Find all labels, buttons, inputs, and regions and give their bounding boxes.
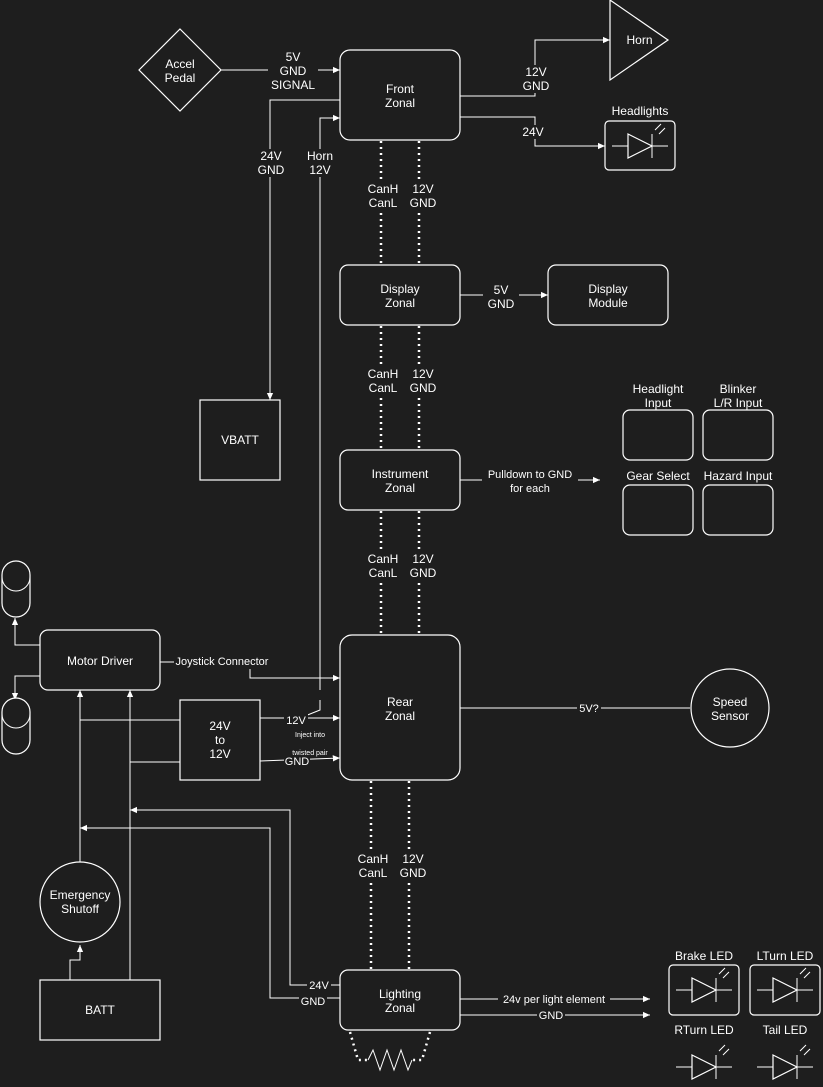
- rturn-led-icon: [676, 1044, 732, 1080]
- can-1-label: CanH CanL: [362, 182, 404, 210]
- wheels: [1, 560, 31, 755]
- headlight-input-label: Headlight Input: [632, 382, 684, 410]
- vbatt-box: [199, 399, 281, 481]
- batt-label: BATT: [85, 1003, 115, 1017]
- pwr-1-label: 12V GND: [404, 182, 442, 210]
- batt-to-shutoff-wire: [69, 945, 84, 980]
- termination-right-dots: [410, 1031, 432, 1062]
- motor-to-wheel-top-wire: [11, 618, 40, 646]
- converter-gnd-label: GND: [284, 755, 310, 769]
- shapes: [39, 0, 821, 1041]
- brake-led-label: Brake LED: [674, 949, 734, 963]
- headlight-input-box: [622, 409, 694, 461]
- headlight-power-label: 24V: [518, 125, 548, 139]
- display-zonal-label: Display Zonal: [380, 282, 420, 310]
- horn-label: Horn: [626, 33, 653, 47]
- hazard-input-label: Hazard Input: [703, 469, 773, 483]
- instrument-zonal-label: Instrument Zonal: [371, 467, 429, 495]
- brake-led-icon: [676, 967, 732, 1003]
- headlights-led-icon: [612, 123, 668, 159]
- horn-triangle: [609, 0, 670, 82]
- wheel-top-icon: [1, 560, 31, 618]
- gear-select-box: [622, 484, 694, 536]
- horn-power-label: 12V GND: [516, 65, 556, 93]
- can-2-label: CanH CanL: [362, 367, 404, 395]
- motor-driver-box: [39, 629, 161, 691]
- can-4-label: CanH CanL: [352, 852, 394, 880]
- rear-zonal-box: [339, 634, 461, 781]
- converter-box: [179, 699, 261, 781]
- horn-line-label: Horn 12V: [303, 149, 337, 177]
- speed-5v-label: 5V?: [577, 702, 601, 716]
- display-module-box: [547, 264, 669, 326]
- wheel-bottom-icon: [1, 697, 31, 755]
- lighting-zonal-label: Lighting Zonal: [378, 987, 422, 1015]
- accel-pedal-label: Accel Pedal: [164, 57, 196, 85]
- converter-12v-label: 12V: [284, 714, 308, 728]
- front-zonal-box: [339, 49, 461, 141]
- tail-led-label: Tail LED: [762, 1023, 808, 1037]
- lighting-24v-label: 24V: [307, 979, 331, 993]
- rturn-led-label: RTurn LED: [674, 1023, 734, 1037]
- emergency-shutoff-circle: [39, 861, 121, 943]
- gear-select-label: Gear Select: [626, 469, 690, 483]
- inject-note-label: Inject into twisted pair: [292, 732, 328, 757]
- tail-led-icon: [757, 1044, 813, 1080]
- converter-label: 24V to 12V: [209, 719, 231, 761]
- lighting-24v-wire: [130, 806, 340, 986]
- display-module-label: Display Module: [588, 282, 628, 310]
- blinker-input-box: [702, 409, 774, 461]
- motor-to-wheel-bottom-wire: [11, 675, 40, 700]
- joystick-label: Joystick Connector: [174, 655, 270, 669]
- display-power-label: 5V GND: [483, 283, 519, 311]
- vbatt-power-label: 24V GND: [252, 149, 290, 177]
- front-zonal-label: Front Zonal: [384, 82, 416, 110]
- blinker-input-label: Blinker L/R Input: [713, 382, 763, 410]
- lturn-led-icon: [757, 967, 813, 1003]
- display-zonal-box: [339, 264, 461, 326]
- pwr-2-label: 12V GND: [404, 367, 442, 395]
- speed-sensor-label: Speed Sensor: [710, 695, 750, 723]
- batt-box: [39, 979, 161, 1041]
- horn-line-wire: [319, 114, 340, 690]
- hazard-input-box: [702, 484, 774, 536]
- speed-sensor-circle: [690, 668, 770, 748]
- per-light-label: 24v per light element: [498, 993, 610, 1007]
- can-3-label: CanH CanL: [362, 552, 404, 580]
- vbatt-label: VBATT: [221, 433, 259, 447]
- led-gnd-label: GND: [537, 1009, 565, 1023]
- headlights-label: Headlights: [611, 104, 669, 118]
- lighting-zonal-box: [339, 969, 461, 1031]
- motor-driver-label: Motor Driver: [66, 654, 133, 668]
- emergency-shutoff-label: Emergency Shutoff: [49, 888, 111, 916]
- termination-resistor: [367, 1048, 413, 1072]
- rear-zonal-label: Rear Zonal: [384, 695, 416, 723]
- lturn-led-label: LTurn LED: [756, 949, 814, 963]
- pulldown-label: Pulldown to GND for each: [482, 468, 578, 496]
- lighting-gnd-label: GND: [299, 995, 327, 1009]
- led-icons: [612, 123, 813, 1080]
- front-to-vbatt-wire: [266, 99, 340, 400]
- pwr-4-label: 12V GND: [394, 852, 432, 880]
- accel-pedal-diamond: [138, 28, 222, 112]
- termination-left-dots: [348, 1031, 370, 1062]
- pwr-3-label: 12V GND: [404, 552, 442, 580]
- instrument-zonal-box: [339, 449, 461, 511]
- pedal-signals-label: 5V GND SIGNAL: [268, 50, 318, 92]
